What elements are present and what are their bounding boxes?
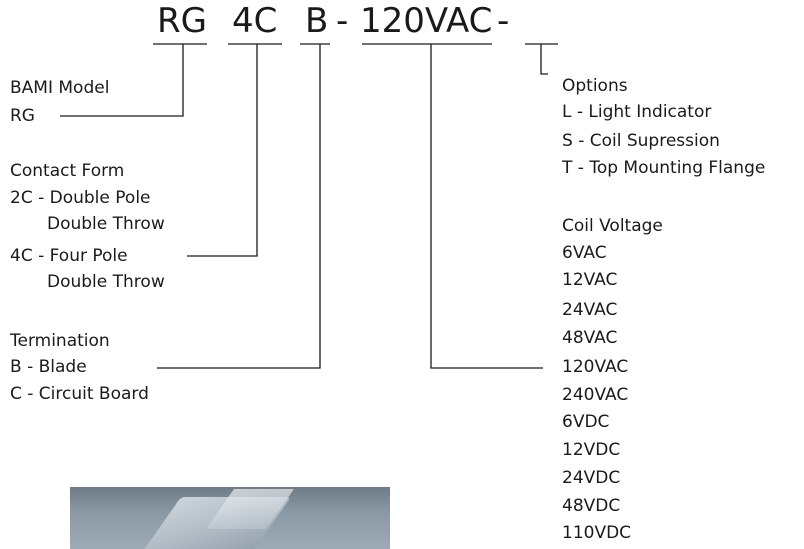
voltage-item-12vdc: 12VDC <box>562 440 621 460</box>
code-dash-2: - <box>497 1 510 41</box>
connector-contact <box>187 44 258 257</box>
options-item-s: S - Coil Supression <box>562 131 720 151</box>
voltage-item-48vac: 48VAC <box>562 328 618 348</box>
voltage-item-24vdc: 24VDC <box>562 468 621 488</box>
code-dash-1: - <box>336 1 349 41</box>
voltage-item-110vdc: 110VDC <box>562 523 632 543</box>
model-title: BAMI Model <box>10 78 110 98</box>
code-voltage: 120VAC <box>360 1 493 41</box>
voltage-item-48vdc: 48VDC <box>562 496 621 516</box>
contact-item-4c-cont: Double Throw <box>47 272 165 292</box>
contact-title: Contact Form <box>10 161 125 181</box>
options-item-l: L - Light Indicator <box>562 102 712 122</box>
termination-title: Termination <box>10 331 110 351</box>
contact-item-2c: 2C - Double Pole <box>10 188 151 208</box>
termination-item-blade: B - Blade <box>10 357 87 377</box>
relay-product-photo <box>70 487 390 549</box>
connector-voltage <box>430 44 543 369</box>
voltage-title: Coil Voltage <box>562 216 663 236</box>
code-model: RG <box>157 1 207 41</box>
connector-model <box>60 44 184 117</box>
contact-item-4c: 4C - Four Pole <box>10 246 128 266</box>
voltage-item-24vac: 24VAC <box>562 300 618 320</box>
model-value: RG <box>10 106 35 126</box>
voltage-item-12vac: 12VAC <box>562 270 618 290</box>
options-title: Options <box>562 76 628 96</box>
connector-options <box>540 44 548 75</box>
code-termination: B <box>305 1 329 41</box>
contact-item-2c-cont: Double Throw <box>47 214 165 234</box>
voltage-item-120vac: 120VAC <box>562 357 629 377</box>
connector-termination <box>157 44 321 369</box>
termination-item-circuit: C - Circuit Board <box>10 384 149 404</box>
code-contact: 4C <box>232 1 278 41</box>
voltage-item-240vac: 240VAC <box>562 385 629 405</box>
voltage-item-6vdc: 6VDC <box>562 412 610 432</box>
options-item-t: T - Top Mounting Flange <box>562 158 766 178</box>
voltage-item-6vac: 6VAC <box>562 243 607 263</box>
